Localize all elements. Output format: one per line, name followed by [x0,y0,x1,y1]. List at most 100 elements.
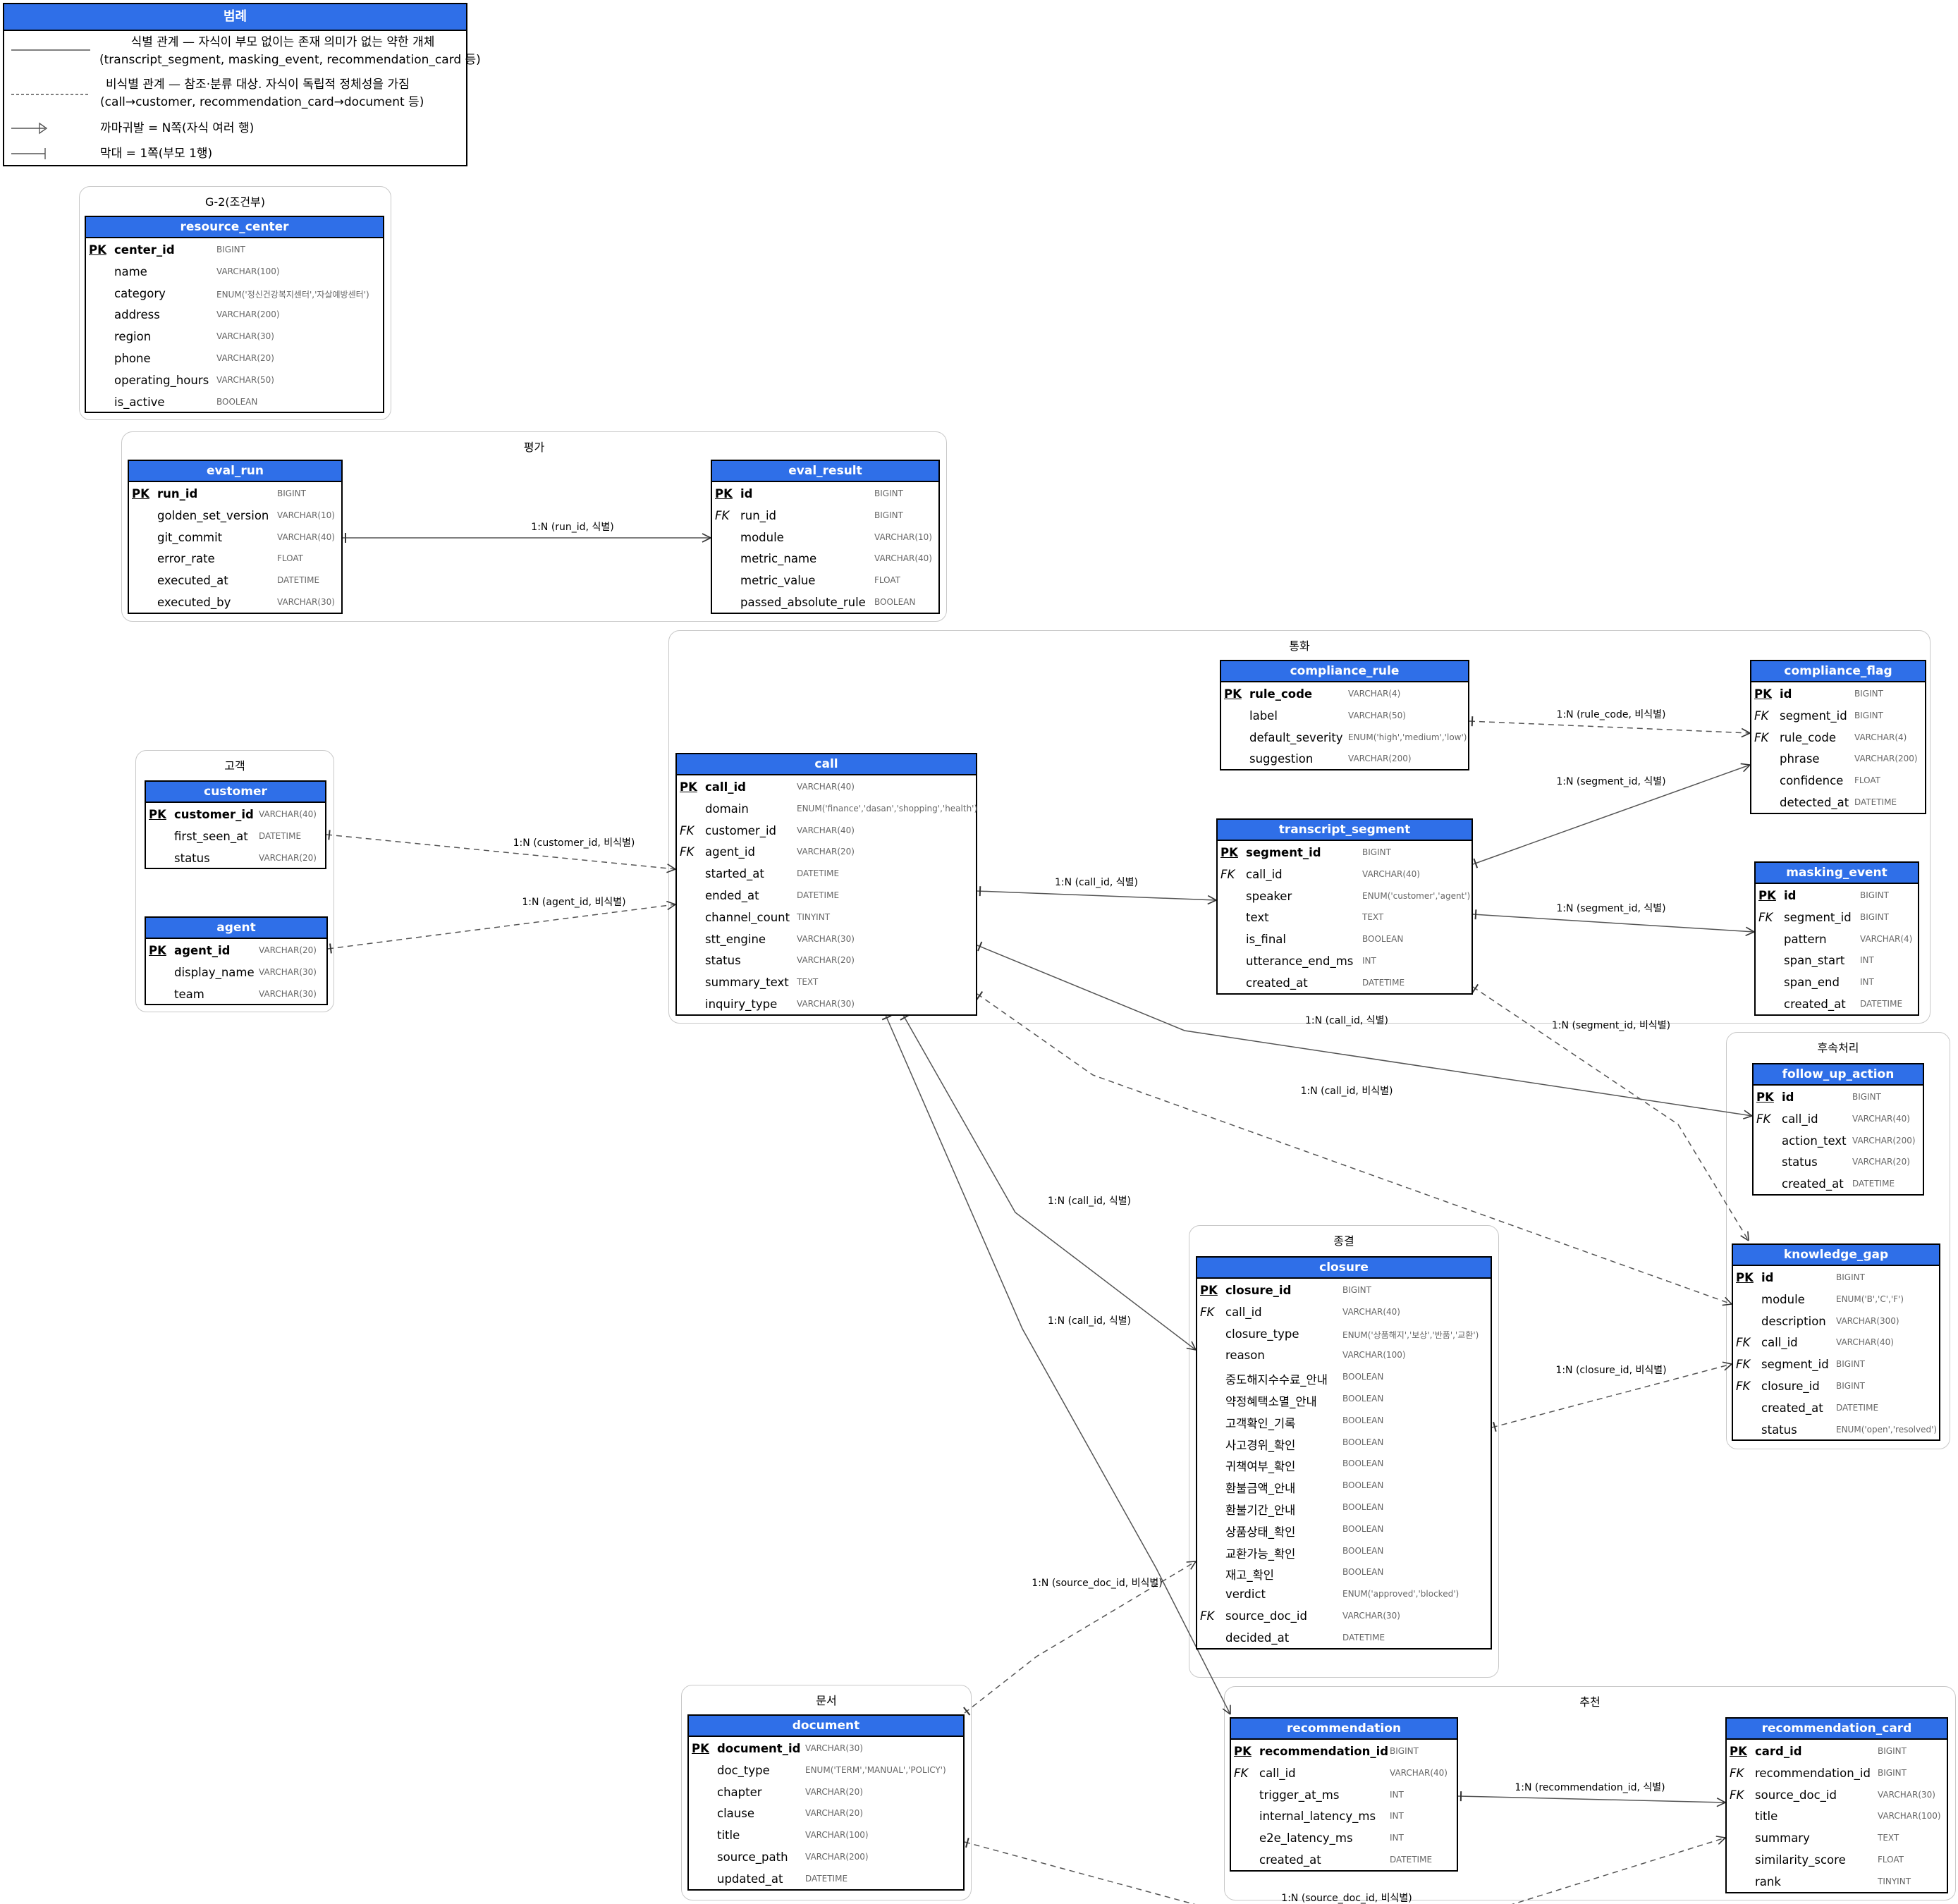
column-type: BIGINT [1860,890,1889,900]
column-name: call_id [1259,1766,1296,1780]
entity-title: recommendation_card [1727,1719,1947,1740]
key-marker: FK [1234,1766,1249,1780]
entity-title: customer [146,782,325,803]
column-type: BIGINT [1860,911,1889,922]
cluster-title: 종결 [1333,1234,1354,1248]
column-name: call_id [1225,1305,1262,1319]
column-type: DATETIME [259,830,302,841]
key-marker: FK [1730,1766,1744,1780]
column-name: team [174,987,204,1001]
column-name: run_id [157,487,198,500]
relation-line [902,1014,1197,1351]
column-type: VARCHAR(40) [259,809,317,819]
column-type: VARCHAR(200) [1852,1135,1916,1146]
column-type: BOOLEAN [216,396,258,407]
column-type: VARCHAR(4) [1854,732,1907,742]
cluster-title: 후속처리 [1817,1041,1859,1055]
column-type: BIGINT [216,245,245,254]
relation-label: 1:N (customer_id, 비식별) [513,837,635,849]
column-type: BIGINT [1852,1092,1881,1102]
cluster-title: 추천 [1579,1695,1601,1709]
column-name: created_at [1259,1853,1321,1867]
cluster-title: G-2(조건부) [205,195,265,209]
column-type: VARCHAR(20) [797,847,855,857]
column-type: ENUM('finance','dasan','shopping','healt… [797,803,978,813]
relation-closure-gap: 1:N (closure_id, 비식별) [1491,1361,1732,1432]
legend-symbols [11,49,90,159]
column-type: VARCHAR(30) [797,933,855,944]
column-name: suggestion [1249,752,1314,766]
entity-title: eval_run [129,461,341,482]
column-type: BIGINT [1878,1767,1907,1778]
legend-bar-text: 막대 = 1쪽(부모 1행) [100,147,213,161]
column-type: VARCHAR(20) [259,852,317,863]
column-type: VARCHAR(20) [1852,1157,1910,1167]
column-type: ENUM('customer','agent') [1362,890,1471,901]
column-name: agent_id [705,845,755,859]
column-name: rank [1755,1874,1781,1888]
column-type: VARCHAR(40) [1362,868,1420,879]
column-name: name [114,264,147,278]
column-type: DATETIME [1362,977,1405,988]
column-type: DATETIME [805,1873,848,1884]
column-type: BOOLEAN [1342,1372,1384,1382]
relation-call-closure: 1:N (call_id, 식별) [900,1014,1197,1351]
column-type: VARCHAR(200) [216,309,280,320]
column-type: BIGINT [1836,1380,1865,1391]
column-type: VARCHAR(40) [277,532,335,542]
column-name: description [1761,1314,1826,1328]
key-marker: PK [680,780,697,794]
column-name: call_id [1782,1112,1818,1126]
key-marker: PK [149,944,166,957]
entity-title: agent [146,918,326,939]
column-name: phrase [1780,752,1820,766]
column-name: source_path [717,1850,788,1864]
column-name: updated_at [717,1872,783,1886]
entity-title: masking_event [1756,863,1918,884]
column-type: VARCHAR(100) [1342,1350,1406,1361]
column-type: ENUM('TERM','MANUAL','POLICY') [805,1764,946,1775]
column-name: domain [705,801,749,816]
cluster-title: 통화 [1289,639,1310,653]
column-name: metric_name [740,552,817,566]
column-type: VARCHAR(20) [805,1808,863,1819]
